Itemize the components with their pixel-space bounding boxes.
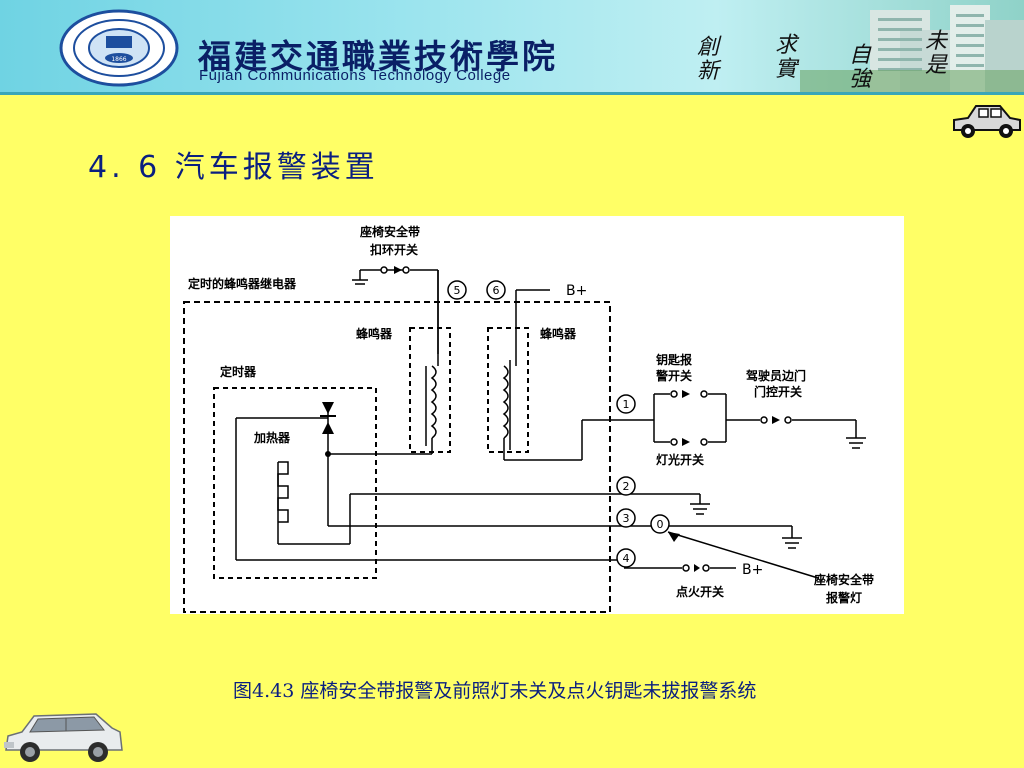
terminal-0: 0 bbox=[657, 518, 664, 531]
slide-title: 4. 6 汽车报警装置 bbox=[88, 150, 379, 185]
terminal-6: 6 bbox=[493, 284, 500, 297]
header-divider bbox=[0, 92, 1024, 95]
terminal-3: 3 bbox=[623, 512, 630, 525]
logo-year: 1866 bbox=[111, 56, 126, 63]
seatbelt-lamp-label-1: 座椅安全带 bbox=[813, 572, 874, 587]
figure-caption: 图4.43 座椅安全带报警及前照灯未关及点火钥匙未拔报警系统 bbox=[233, 680, 757, 702]
header-banner: 1866 福建交通職業技術學院 Fujian Communications Te… bbox=[0, 0, 1024, 94]
door-switch-label-1: 驾驶员边门 bbox=[745, 368, 806, 383]
suv-image bbox=[4, 713, 123, 762]
motto-1: 創新 bbox=[696, 35, 719, 84]
terminal-5: 5 bbox=[454, 284, 461, 297]
seatbelt-switch-label-2: 扣环开关 bbox=[370, 242, 418, 257]
heater-label: 加热器 bbox=[253, 430, 291, 445]
ignition-switch-label: 点火开关 bbox=[676, 584, 724, 599]
alarm-circuit-diagram: 5 6 1 2 3 4 0 座椅安全带 扣环开关 定时的蜂鸣器继电器 蜂鸣器 蜂… bbox=[170, 216, 904, 614]
bplus-top-label: B+ bbox=[566, 283, 587, 299]
motto-2: 求實 bbox=[774, 33, 797, 82]
college-logo: 1866 bbox=[59, 9, 179, 87]
seatbelt-switch-label-1: 座椅安全带 bbox=[359, 224, 420, 239]
key-alarm-switch-label-2: 警开关 bbox=[655, 368, 692, 383]
bplus-bottom-label: B+ bbox=[742, 562, 763, 578]
relay-label: 定时的蜂鸣器继电器 bbox=[188, 276, 297, 291]
key-alarm-switch-label-1: 钥匙报 bbox=[656, 352, 692, 367]
seatbelt-lamp-label-2: 报警灯 bbox=[826, 590, 862, 605]
car-icon bbox=[953, 105, 1021, 138]
buzzer-label-right: 蜂鸣器 bbox=[540, 326, 577, 341]
timer-label: 定时器 bbox=[220, 364, 257, 379]
terminal-2: 2 bbox=[623, 480, 630, 493]
door-switch-label-2: 门控开关 bbox=[754, 384, 802, 399]
campus-buildings-image bbox=[800, 5, 1024, 94]
buzzer-label-left: 蜂鸣器 bbox=[356, 326, 393, 341]
college-name-en: Fujian Communications Technology College bbox=[199, 67, 511, 84]
motto-4: 未是 bbox=[924, 29, 947, 78]
light-switch-label: 灯光开关 bbox=[656, 452, 704, 467]
motto-3: 自強 bbox=[848, 43, 871, 92]
terminal-1: 1 bbox=[623, 398, 630, 411]
college-name-cn: 福建交通職業技術學院 bbox=[198, 37, 558, 76]
terminal-4: 4 bbox=[623, 552, 630, 565]
